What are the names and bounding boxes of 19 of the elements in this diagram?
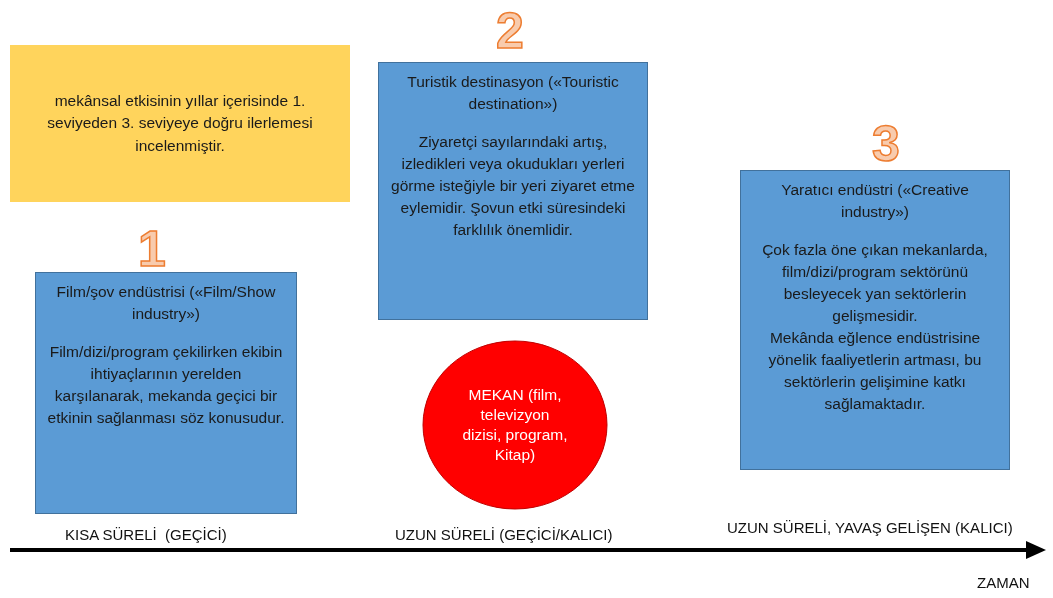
info-box [35, 272, 297, 514]
box-text: mekânsal etkisinin yıllar içerisinde 1. seviyeden 3. seviyeye doğru ilerlemesi incelenmiştir. [46, 90, 314, 156]
box-text: Çok fazla öne çıkan mekanlarda, film/dizi/program sektörünü besleyecek yan sektörlerin gelişmesidir. [761, 240, 989, 326]
box-text: MEKAN (film, televizyon dizisi, program, Kitap) [461, 384, 569, 466]
box-heading: Film/şov endüstrisi («Film/Show industry») [55, 282, 277, 324]
box-heading: Turistik destinasyon («Touristic destination») [406, 72, 620, 114]
step-number: 2 [496, 2, 524, 60]
box-text: Film/dizi/program çekilirken ekibin ihtiyaçlarının yerelden karşılanarak, mekanda geçici bir etkinin sağlanması söz konusudur. [46, 342, 286, 428]
step-number: 1 [138, 220, 166, 278]
step-number: 3 [872, 115, 900, 173]
note-box [10, 45, 350, 202]
axis-label: UZUN SÜRELİ (GEÇİCİ/KALICI) [395, 526, 613, 543]
axis-label: ZAMAN [977, 574, 1030, 591]
axis-label: UZUN SÜRELİ, YAVAŞ GELİŞEN (KALICI) [727, 519, 1013, 536]
box-text: Ziyaretçi sayılarındaki artış, izledikleri veya okudukları yerleri görme isteğiyle bir yeri ziyaret etme eylemidir. Şovun etki süresindeki farklılık önemlidir. [390, 132, 636, 240]
info-box [740, 170, 1010, 470]
box-heading: Yaratıcı endüstri («Creative industry») [780, 180, 970, 222]
info-box [378, 62, 648, 320]
box-text: Mekânda eğlence endüstrisine yönelik faaliyetlerin artması, bu sektörlerin gelişimine katkı sağlamaktadır. [767, 328, 983, 414]
